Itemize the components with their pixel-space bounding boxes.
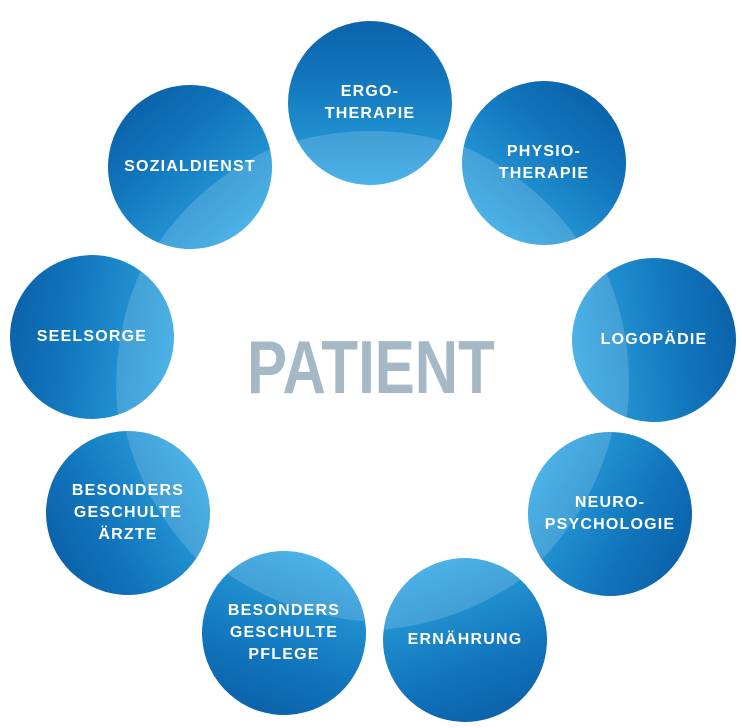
- bubble-label: SOZIALDIENST: [124, 158, 256, 175]
- bubble-seelsorge: SEELSORGE: [0, 243, 186, 431]
- bubble-ergotherapie: ERGO- THERAPIE: [288, 21, 452, 185]
- bubble-label: BESONDERS GESCHULTE PFLEGE: [227, 602, 341, 663]
- bubble-label: BESONDERS GESCHULTE ÄRZTE: [71, 482, 185, 543]
- bubble-label: LOGOPÄDIE: [600, 331, 708, 348]
- bubble-label: NEURO- PSYCHOLOGIE: [544, 494, 676, 533]
- bubble-ernaehrung: ERNÄHRUNG: [359, 534, 571, 728]
- center-title: PATIENT: [247, 325, 495, 409]
- bubble-besonders-geschulte-aerzte: BESONDERS GESCHULTE ÄRZTE: [16, 401, 240, 625]
- bubble-sozialdienst: SOZIALDIENST: [74, 51, 306, 283]
- bubble-logopaedie: LOGOPÄDIE: [561, 247, 742, 433]
- bubble-neuropsychologie: NEURO- PSYCHOLOGIE: [498, 402, 722, 626]
- bubble-label: SEELSORGE: [36, 328, 148, 345]
- bubble-label: ERGO- THERAPIE: [324, 83, 416, 122]
- bubble-physiotherapie: PHYSIO- THERAPIE: [428, 47, 660, 279]
- bubble-besonders-geschulte-pflege: BESONDERS GESCHULTE PFLEGE: [179, 528, 389, 728]
- bubble-label: ERNÄHRUNG: [407, 631, 523, 648]
- bubble-shine: [288, 130, 452, 185]
- bubble-label: PHYSIO- THERAPIE: [498, 143, 590, 182]
- bubble-background: [288, 21, 452, 185]
